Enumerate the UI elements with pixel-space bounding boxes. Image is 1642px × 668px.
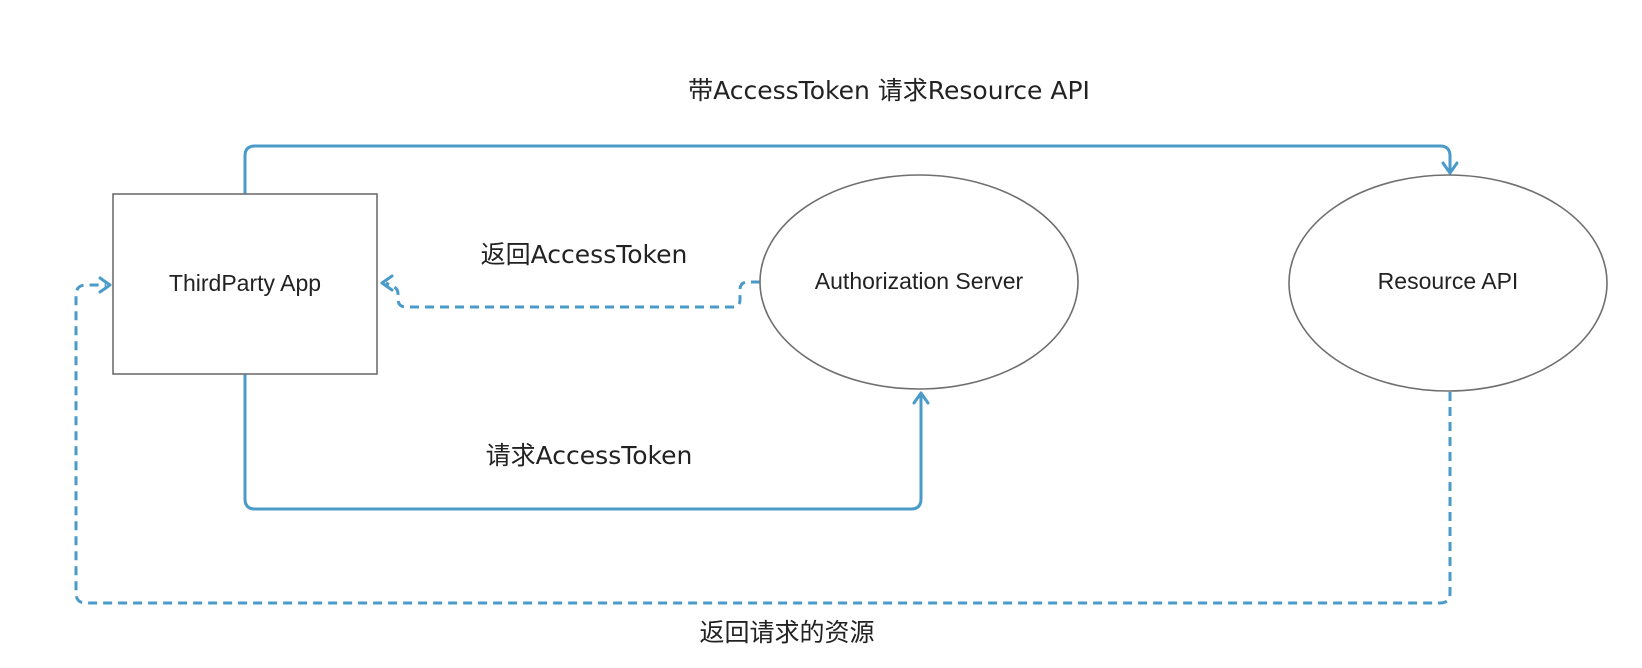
edge-label-request-access-token: 请求AccessToken xyxy=(486,441,693,470)
arrowhead-up-icon xyxy=(912,391,930,405)
edge-label-request-resource: 带AccessToken 请求Resource API xyxy=(688,76,1090,105)
edge-request-resource xyxy=(243,144,1459,195)
node-resource-api: Resource API xyxy=(1288,174,1608,392)
edge-return-access-token-line xyxy=(385,280,760,309)
node-third-party-app-label: ThirdParty App xyxy=(169,270,321,296)
edge-request-access-token-line xyxy=(243,373,923,511)
edge-request-resource-line xyxy=(243,144,1452,195)
edge-return-resource-line xyxy=(74,283,1452,605)
edge-label-return-resource: 返回请求的资源 xyxy=(699,618,874,647)
node-authorization-server-label: Authorization Server xyxy=(815,268,1024,294)
arrowhead-down-icon xyxy=(1441,161,1459,175)
edge-label-return-access-token: 返回AccessToken xyxy=(481,240,688,269)
edge-request-access-token xyxy=(243,373,930,511)
edge-return-resource xyxy=(74,276,1452,605)
node-third-party-app: ThirdParty App xyxy=(112,193,378,375)
arrowhead-left-icon xyxy=(380,274,394,292)
node-resource-api-label: Resource API xyxy=(1378,268,1519,294)
node-authorization-server: Authorization Server xyxy=(759,174,1079,390)
arrowhead-right-icon xyxy=(98,276,112,294)
edge-return-access-token xyxy=(380,274,760,309)
